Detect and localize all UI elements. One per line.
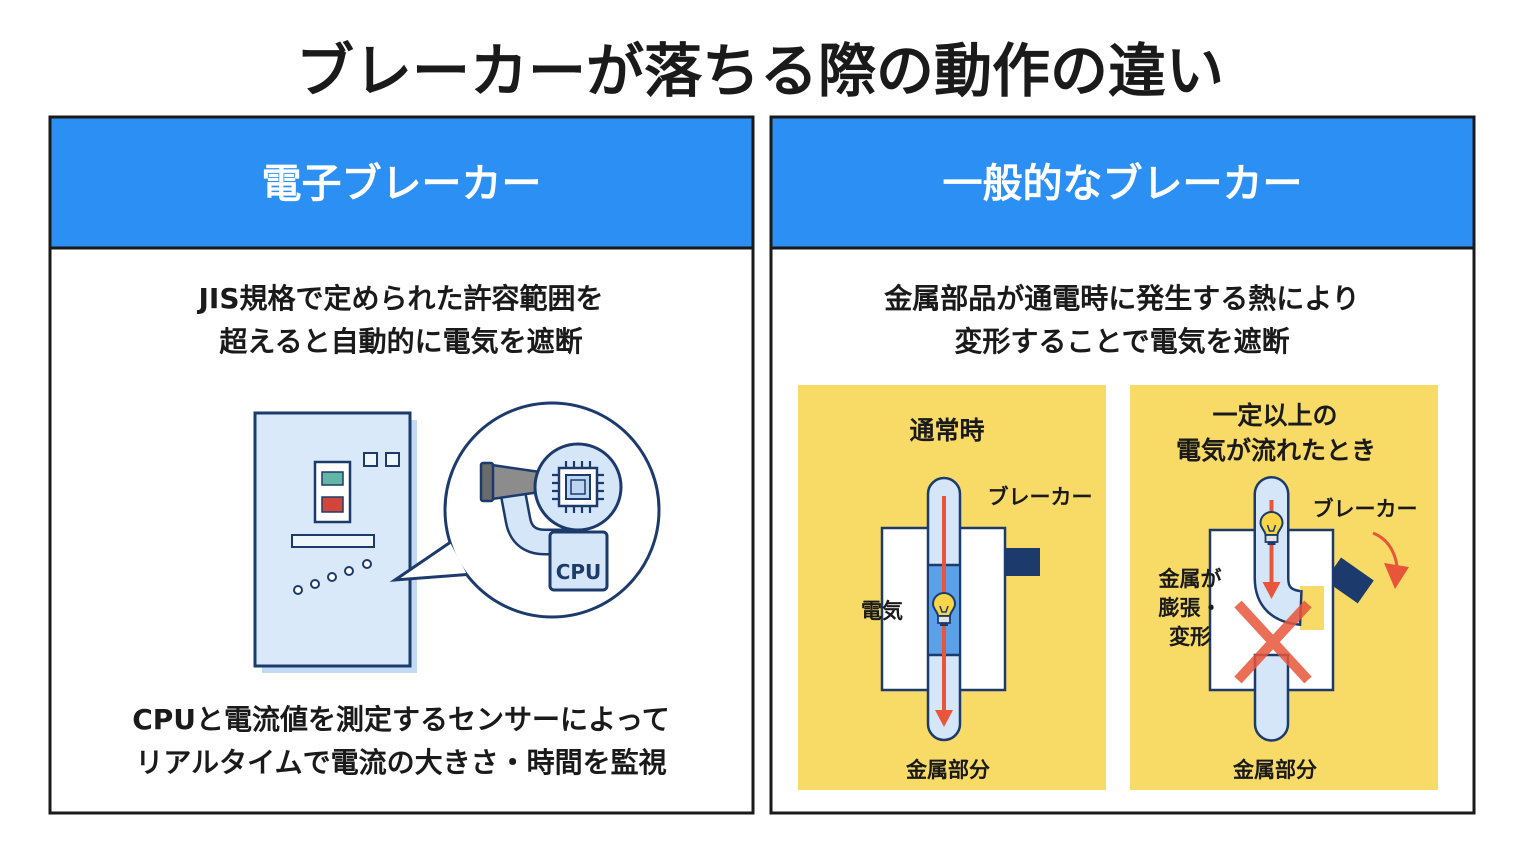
metal-label: 金属部分	[1232, 758, 1317, 782]
sensor-arm	[501, 485, 575, 553]
normal-state-title: 通常時	[909, 416, 984, 445]
trip-arrow-curve	[1372, 531, 1399, 567]
panel-description-line-2: 変形することで電気を遮断	[954, 325, 1289, 358]
lightbulb-icon	[1259, 511, 1284, 545]
indicator-square	[385, 452, 400, 467]
trip-arrow-head	[1384, 563, 1409, 589]
indicator-dot	[327, 572, 337, 582]
overload-state-diagram: 一定以上の 電気が流れたとき	[1130, 385, 1438, 790]
deformation-label-line-1: 金属が	[1158, 567, 1222, 591]
indicator-dot	[293, 585, 303, 595]
panel-description-line-1: JIS規格で定められた許容範囲を	[196, 282, 603, 315]
bulb-glass	[1259, 511, 1284, 536]
indicator-dot	[344, 566, 354, 576]
trip-direction-arrow-icon	[1372, 531, 1409, 589]
panel-header-bar	[772, 118, 1473, 248]
cross-mark-icon	[1234, 600, 1312, 684]
electronic-breaker-panel: 電子ブレーカー JIS規格で定められた許容範囲を 超えると自動的に電気を遮断	[48, 115, 755, 815]
bulb-glass	[931, 592, 957, 617]
bulb-tip	[940, 623, 948, 626]
cpu-sensor-bubble: CPU	[389, 401, 661, 619]
bulb-base	[937, 615, 951, 624]
panel-description-line-1: 金属部品が通電時に発生する熱により	[883, 282, 1359, 315]
sensor-cap	[479, 461, 495, 503]
cabinet-bar	[291, 534, 375, 548]
sensor-body	[490, 463, 542, 501]
breaker-cabinet-icon	[253, 411, 417, 673]
bulb-base	[1264, 534, 1279, 543]
overload-state-title-line-2: 電気が流れたとき	[1176, 436, 1376, 465]
cpu-box	[548, 530, 609, 592]
breaker-label: ブレーカー	[988, 485, 1093, 509]
bulb-filament	[1266, 524, 1277, 532]
normal-state-diagram: 通常時 ブレーカー 電気 金属部分	[798, 385, 1106, 790]
sensor-icon	[479, 461, 542, 503]
deformation-label-line-2: 膨張・	[1159, 596, 1222, 620]
lightbulb-icon	[931, 592, 957, 626]
overload-state-title-line-1: 一定以上の	[1212, 401, 1337, 430]
panel-header-title: 一般的なブレーカー	[943, 161, 1303, 207]
panel-footer-line-2: リアルタイムで電流の大きさ・時間を監視	[135, 746, 666, 779]
standard-breaker-panel: 一般的なブレーカー 金属部品が通電時に発生する熱により 変形することで電気を遮断…	[769, 115, 1476, 815]
breaker-switch	[313, 460, 352, 524]
bulb-filament	[939, 605, 949, 613]
switch-on-indicator	[321, 471, 344, 486]
cross-stroke	[1234, 600, 1312, 684]
panel-description-line-2: 超えると自動的に電気を遮断	[219, 325, 582, 358]
current-arrow-head	[935, 710, 953, 727]
bulb-tip	[1267, 542, 1276, 545]
chip-core	[565, 474, 591, 500]
tripped-breaker-lever	[1324, 557, 1374, 604]
panel-header-bar	[51, 118, 752, 248]
chip-die	[570, 479, 586, 495]
breaker-label: ブレーカー	[1313, 497, 1418, 521]
indicator-dot	[362, 559, 372, 569]
metal-label: 金属部分	[905, 758, 990, 782]
panel-footer-line-1: CPUと電流値を測定するセンサーによって	[132, 703, 670, 736]
cpu-chip-icon	[533, 442, 623, 532]
current-arrow-head	[1262, 582, 1281, 599]
page-title: ブレーカーが落ちる際の動作の違い	[296, 37, 1224, 105]
bubble-tail	[389, 541, 468, 582]
current-label: 電気	[861, 599, 903, 623]
cpu-label: CPU	[556, 560, 602, 584]
breaker-lever	[1005, 548, 1040, 576]
lower-metal-strip	[1253, 653, 1290, 742]
switch-off-indicator	[321, 496, 344, 513]
indicator-dot	[310, 579, 320, 589]
chip-pins	[552, 461, 604, 513]
panel-header-title: 電子ブレーカー	[262, 161, 542, 207]
deformation-label-line-3: 変形	[1169, 625, 1211, 649]
indicator-square	[363, 452, 378, 467]
